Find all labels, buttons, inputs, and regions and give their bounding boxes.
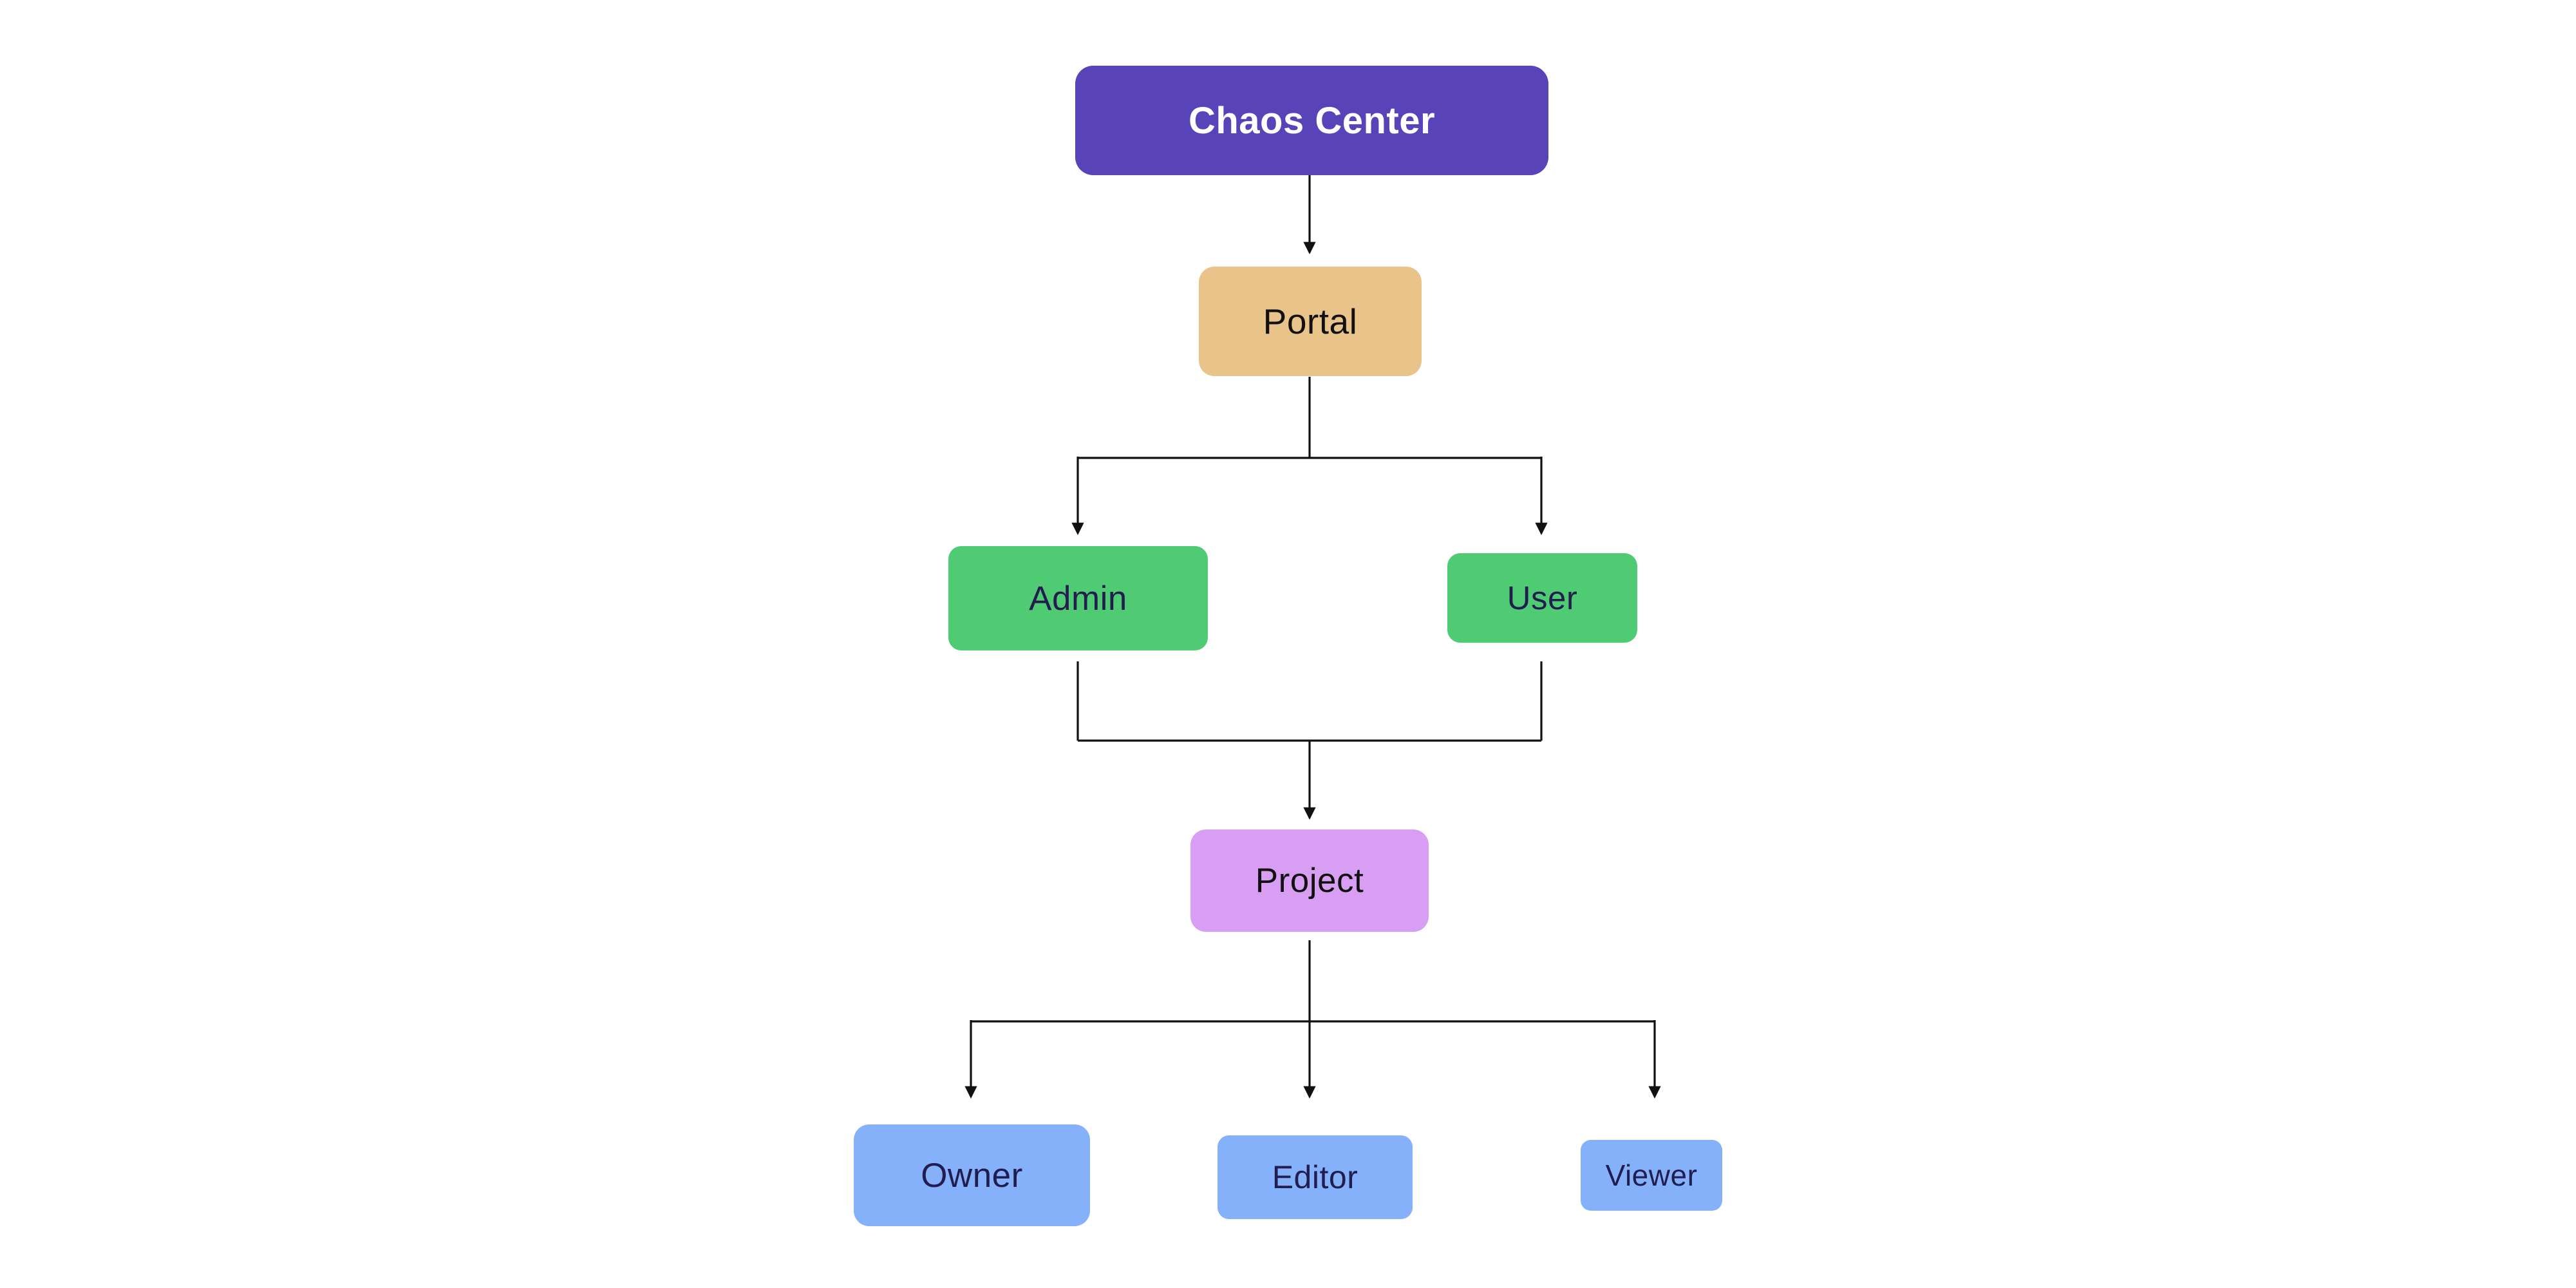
node-chaos-center: Chaos Center [1075,66,1548,175]
node-user: User [1447,553,1637,643]
node-owner: Owner [854,1124,1090,1226]
node-project: Project [1190,829,1429,932]
node-editor: Editor [1217,1135,1413,1219]
node-viewer: Viewer [1581,1140,1722,1211]
node-admin: Admin [948,546,1208,650]
node-portal: Portal [1199,267,1422,376]
